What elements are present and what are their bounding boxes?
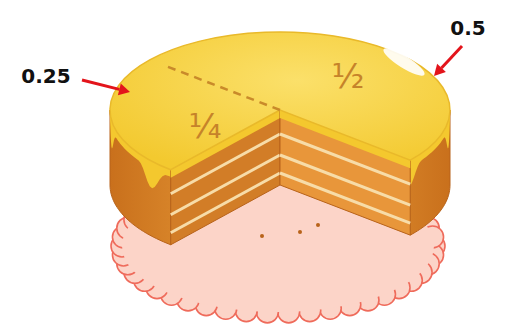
- cake-layer: [171, 173, 280, 233]
- fraction-label: ¼: [189, 109, 222, 143]
- crumb: [298, 230, 302, 234]
- fraction-label: ½: [332, 59, 365, 93]
- arrow-head: [118, 84, 130, 96]
- cake-top: [110, 32, 450, 170]
- gloss-highlight: [380, 44, 427, 80]
- crumb: [316, 223, 320, 227]
- decimal-label: 0.25: [21, 66, 70, 86]
- arrow-head: [434, 64, 446, 76]
- cake-body: [110, 32, 450, 245]
- decimal-label: 0.5: [450, 18, 485, 38]
- crumb: [260, 234, 264, 238]
- arrow-shaft: [82, 80, 119, 89]
- arrow-shaft: [442, 46, 462, 68]
- cake-layer: [280, 173, 410, 223]
- dashed-divider: [163, 65, 280, 110]
- pointer-arrows: [82, 46, 462, 95]
